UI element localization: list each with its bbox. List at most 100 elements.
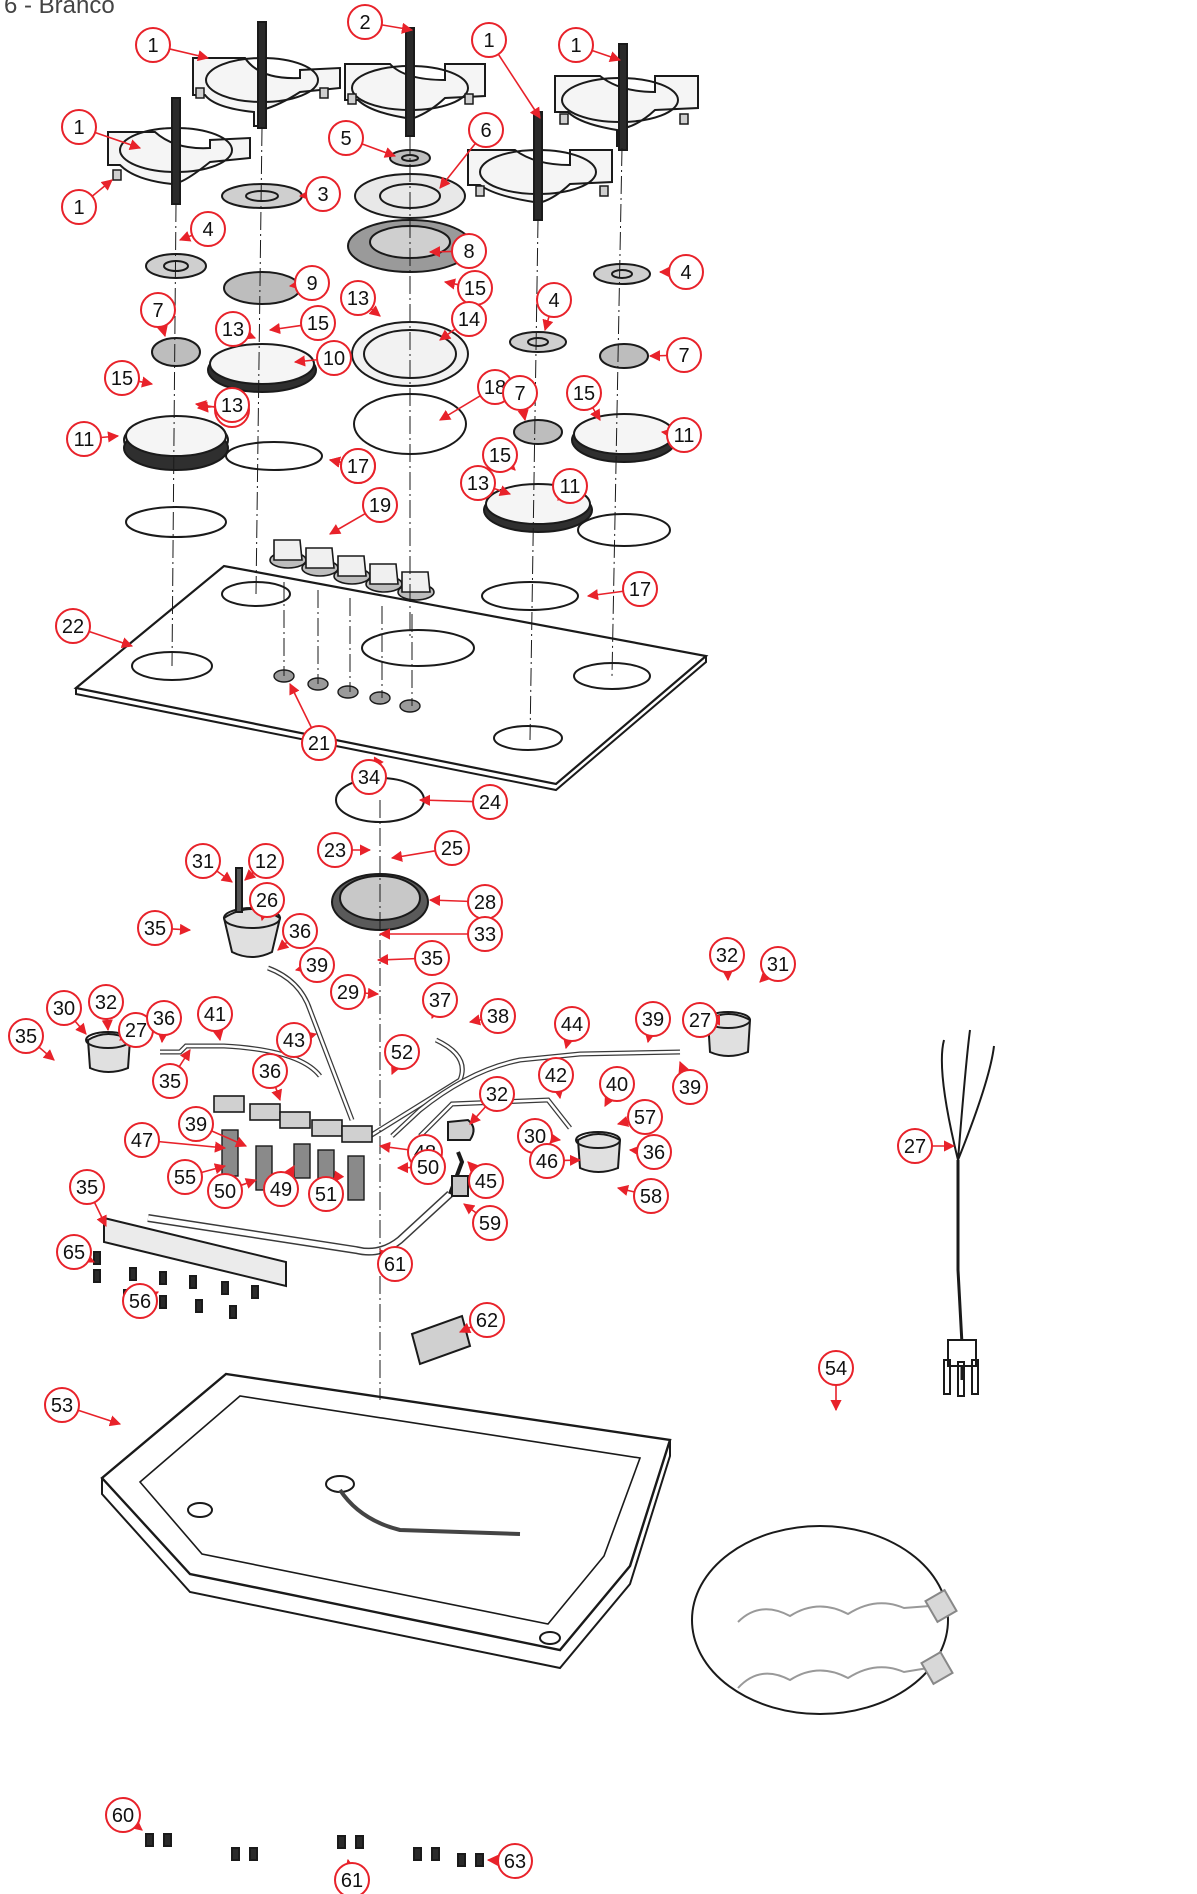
callout-leader-arrow [94, 131, 142, 151]
part-callout-17: 17 [586, 571, 658, 607]
callout-number: 26 [256, 890, 278, 912]
part-callout-39: 39 [178, 1106, 248, 1148]
callout-leader-arrow [157, 1031, 169, 1044]
part-callout-36: 36 [252, 1053, 288, 1102]
callout-ring [334, 1862, 370, 1894]
part-callout-21: 21 [289, 682, 337, 761]
callout-leader-arrow [591, 49, 622, 63]
callout-number: 55 [174, 1167, 196, 1189]
part-callout-15: 15 [482, 437, 518, 473]
callout-ring [599, 1066, 635, 1102]
part-callout-15: 15 [268, 305, 336, 341]
part-callout-35: 35 [69, 1169, 107, 1228]
pan-support-grate-icon [107, 97, 251, 205]
pan-support-grate-icon [554, 43, 699, 151]
callout-number: 7 [152, 300, 163, 322]
callout-leader-arrow [328, 456, 342, 468]
callout-number: 39 [642, 1009, 664, 1031]
callout-leader-arrow [563, 1036, 574, 1050]
callout-number: 35 [144, 918, 166, 940]
callout-number: 28 [474, 892, 496, 914]
callout-leader-arrow [298, 189, 311, 201]
part-callout-36: 36 [628, 1134, 672, 1170]
callout-number: 31 [767, 954, 789, 976]
part-callout-35: 35 [376, 940, 450, 976]
callout-number: 19 [369, 495, 391, 517]
callout-leader-arrow [293, 355, 318, 367]
callout-leader-arrow [271, 1086, 283, 1102]
callout-ring [317, 832, 353, 868]
callout-number: 25 [441, 838, 463, 860]
callout-ring [529, 1143, 565, 1179]
callout-number: 7 [678, 345, 689, 367]
callout-number: 51 [315, 1184, 337, 1206]
part-callout-50: 50 [396, 1149, 446, 1185]
callout-leader-arrow [284, 1165, 295, 1178]
part-callout-29: 29 [330, 974, 380, 1010]
callout-ring [252, 1053, 288, 1089]
part-callout-31: 31 [185, 843, 233, 883]
pan-support-grate-icon [192, 21, 341, 129]
part-callout-17: 17 [328, 448, 376, 484]
callout-number: 30 [524, 1126, 546, 1148]
part-callout-32: 32 [709, 937, 745, 982]
callout-leader-arrow [212, 1029, 224, 1042]
callout-leader-arrow [93, 1201, 107, 1228]
callout-ring [709, 937, 745, 973]
callout-leader-arrow [178, 1049, 191, 1068]
callout-number: 61 [341, 1870, 363, 1892]
callout-number: 39 [306, 955, 328, 977]
part-callout-52: 52 [384, 1034, 420, 1076]
callout-leader-arrow [604, 1094, 615, 1107]
callout-ring [104, 360, 140, 396]
callout-ring [668, 254, 704, 290]
part-callout-1: 1 [61, 109, 142, 151]
part-callout-57: 57 [616, 1099, 663, 1135]
callout-ring [46, 990, 82, 1026]
callout-leader-arrow [428, 894, 469, 906]
callout-leader-arrow [277, 939, 290, 951]
callout-ring [497, 1843, 533, 1879]
callout-number: 36 [259, 1061, 281, 1083]
callout-leader-arrow [156, 324, 168, 338]
callout-ring [135, 27, 171, 63]
callout-ring [627, 1099, 663, 1135]
callout-leader-arrow [244, 869, 257, 881]
callout-leader-arrow [517, 409, 529, 422]
callout-number: 22 [62, 616, 84, 638]
callout-leader-arrow [216, 870, 233, 883]
callout-number: 46 [536, 1151, 558, 1173]
callout-number: 4 [680, 262, 691, 284]
part-callout-40: 40 [599, 1066, 635, 1107]
part-callout-38: 38 [468, 998, 516, 1034]
callout-ring [414, 940, 450, 976]
part-callout-15: 15 [566, 375, 602, 421]
callout-ring [55, 608, 91, 644]
callout-ring [818, 1350, 854, 1386]
callout-ring [897, 1128, 933, 1164]
callout-leader-arrow [759, 970, 772, 983]
part-callout-36: 36 [146, 1000, 182, 1044]
callout-number: 4 [548, 290, 559, 312]
part-callout-35: 35 [8, 1018, 55, 1061]
callout-number: 21 [308, 733, 330, 755]
pan-support-grate-icon [467, 111, 613, 221]
callout-number: 13 [222, 319, 244, 341]
callout-ring [294, 265, 330, 301]
callout-number: 65 [63, 1242, 85, 1264]
callout-number: 5 [340, 128, 351, 150]
part-callout-13: 13 [215, 311, 257, 347]
part-callout-32: 32 [88, 984, 124, 1032]
callout-number: 18 [484, 377, 506, 399]
part-callout-15: 15 [443, 270, 493, 306]
callout-number: 10 [323, 348, 345, 370]
part-callout-62: 62 [458, 1302, 505, 1338]
callout-ring [552, 468, 588, 504]
callout-number: 1 [73, 117, 84, 139]
callout-ring [672, 1069, 708, 1105]
callout-leader-arrow [616, 1116, 630, 1127]
part-callout-1: 1 [471, 22, 541, 119]
callout-leader-arrow [171, 923, 192, 936]
callout-ring [56, 1234, 92, 1270]
callout-ring [471, 22, 507, 58]
